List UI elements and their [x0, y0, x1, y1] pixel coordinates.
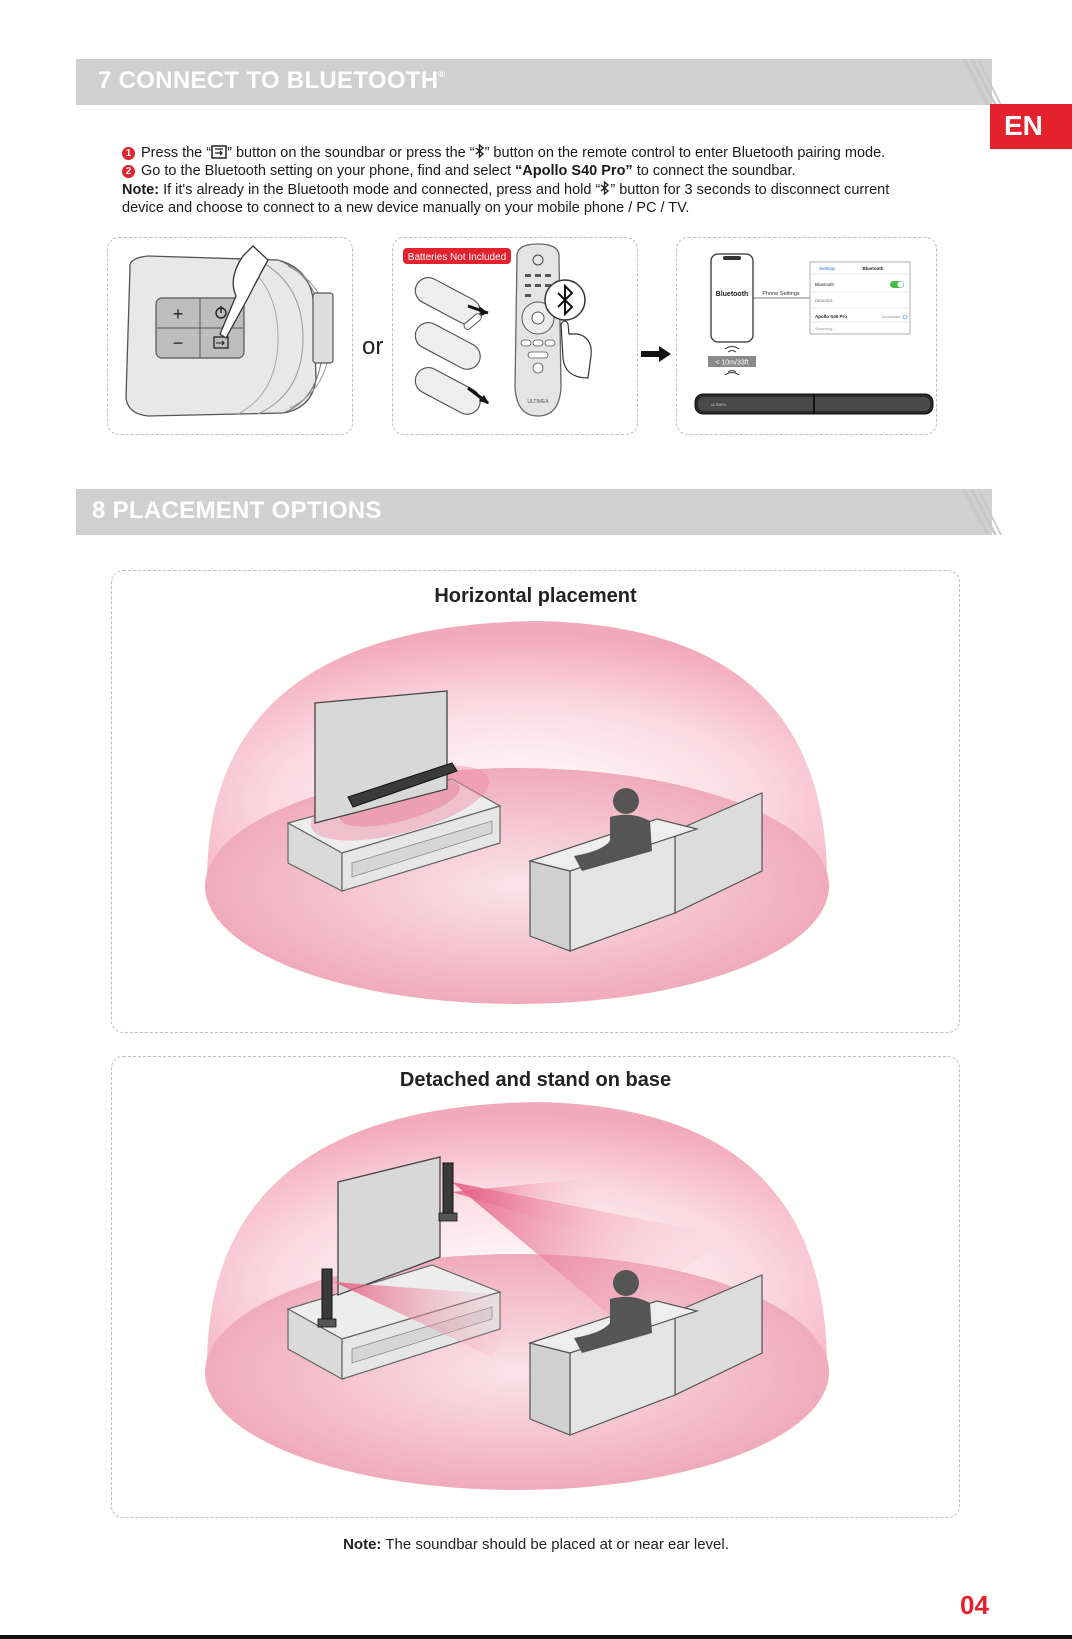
remote-brand: ULTIMEA: [527, 399, 549, 405]
language-tab: EN: [990, 104, 1072, 149]
device-name: “Apollo S40 Pro”: [515, 163, 633, 179]
page-number: 04: [960, 1590, 989, 1620]
phone-bluetooth-label: Bluetooth: [716, 291, 749, 298]
bluetooth-icon: [600, 181, 610, 196]
settings-row-bluetooth: Bluetooth: [815, 282, 835, 287]
soundbar-side-drawing: + −: [125, 245, 334, 417]
settings-row-status: Connected: [882, 315, 900, 319]
settings-row-device: Apollo S40 Pro: [815, 314, 847, 319]
horizontal-placement-drawing: [205, 621, 829, 1004]
step-1-number: 1: [122, 147, 135, 160]
settings-header: Bluetooth: [863, 266, 884, 271]
phone-pairing-illustration: Bluetooth Phone Settings Settings Blueto…: [676, 237, 937, 435]
soundbar-brand: ULTIMEA: [711, 403, 727, 407]
svg-text:+: +: [173, 304, 184, 324]
input-source-icon: [211, 145, 227, 159]
or-label: or: [362, 333, 384, 360]
header-stripes-icon: [952, 59, 1002, 105]
detached-placement-title: Detached and stand on base: [399, 1069, 672, 1091]
phone-pairing-drawing: Bluetooth Phone Settings Settings Blueto…: [694, 253, 934, 415]
bottom-rule: [0, 1635, 1072, 1639]
batteries-badge: Batteries Not Included: [408, 252, 506, 263]
note-line-1: Note: If it's already in the Bluetooth m…: [122, 181, 890, 198]
settings-row-devices: DEVICES: [815, 298, 833, 303]
section-title-bluetooth: 7 CONNECT TO BLUETOOTH®: [98, 67, 446, 94]
remote-illustration: Batteries Not Included ULTIMEA: [392, 237, 638, 435]
horizontal-placement-title: Horizontal placement: [434, 585, 637, 607]
svg-text:−: −: [173, 333, 184, 353]
distance-label: < 10m/33ft: [715, 360, 748, 367]
remote-drawing: Batteries Not Included ULTIMEA: [403, 243, 592, 417]
phone-settings-label: Phone Settings: [762, 291, 800, 297]
detached-placement-drawing: [205, 1102, 829, 1490]
soundbar-buttons-illustration: + −: [107, 237, 353, 435]
bluetooth-icon: [475, 144, 484, 159]
header-stripes-icon: [952, 489, 1002, 535]
section-header-bluetooth: 7 CONNECT TO BLUETOOTH®: [76, 59, 1002, 105]
section-header-placement: 8 PLACEMENT OPTIONS: [76, 489, 1002, 535]
note-line-2: device and choose to connect to a new de…: [122, 200, 690, 216]
section-title-placement: 8 PLACEMENT OPTIONS: [92, 497, 382, 524]
step-2-number: 2: [122, 165, 135, 178]
settings-row-searching: Searching...: [815, 327, 835, 331]
bottom-note: Note: The soundbar should be placed at o…: [343, 1536, 729, 1553]
detached-placement-panel: Detached and stand on base: [111, 1056, 960, 1518]
settings-back: Settings: [819, 266, 836, 271]
arrow-right-icon: [641, 346, 671, 362]
horizontal-placement-panel: Horizontal placement: [111, 570, 960, 1033]
